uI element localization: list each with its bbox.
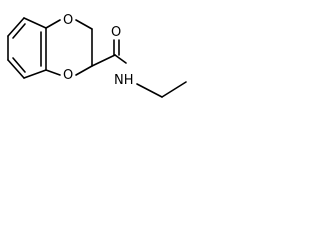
bond-carbonyl-n [114, 54, 127, 64]
bond-benz-4 [23, 69, 47, 79]
bond-benz-inner-1 [12, 23, 26, 39]
atom-oxygen-top: O [63, 13, 73, 28]
atom-nitrogen-amide: NH [114, 73, 134, 88]
structure-diagram: O O O NH [7, 13, 187, 98]
bond-ch-obottom [75, 65, 93, 76]
bond-benz-inner-2 [12, 57, 26, 73]
bond-ch2-ch3 [161, 81, 187, 98]
bond-ch-carbonyl [91, 54, 116, 67]
bond-n-ch2 [136, 83, 163, 98]
bond-obottom-c [45, 69, 61, 76]
atom-oxygen-carbonyl: O [111, 25, 121, 40]
bond-otop-ch2 [75, 19, 93, 30]
bond-benz-6 [23, 17, 47, 29]
bond-benz-1 [7, 17, 25, 37]
atom-oxygen-bottom: O [63, 68, 73, 83]
bond-c-otop [45, 19, 61, 29]
bond-benz-3 [7, 59, 25, 79]
